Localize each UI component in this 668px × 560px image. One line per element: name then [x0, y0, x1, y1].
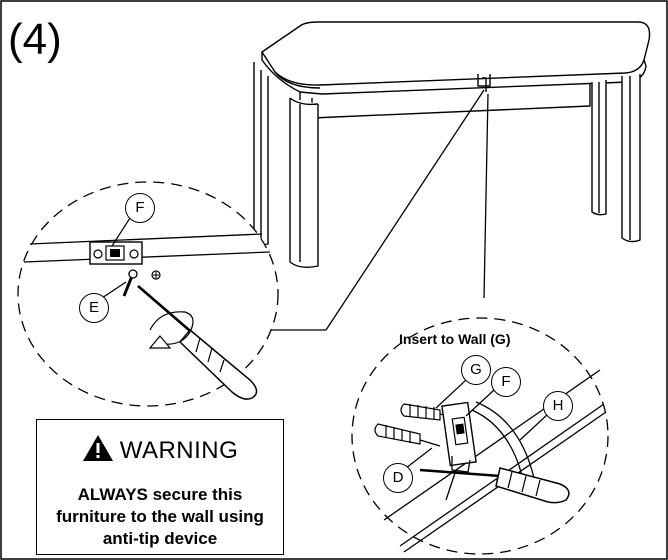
- warning-triangle-icon: [82, 435, 113, 461]
- callout-f-right: F: [491, 367, 521, 397]
- callout-leader-d: [405, 447, 433, 469]
- callout-leader-e: [101, 281, 127, 299]
- warning-heading: WARNING: [37, 434, 283, 465]
- insert-to-wall-label: Insert to Wall (G): [399, 331, 511, 347]
- warning-message: ALWAYS secure this furniture to the wall…: [37, 484, 283, 550]
- callout-leader-f-right: [465, 389, 495, 417]
- detail-circle-right: [351, 317, 609, 555]
- step-number: (4): [8, 15, 62, 64]
- callout-e: E: [79, 293, 109, 323]
- warning-heading-text: WARNING: [119, 437, 239, 464]
- leader-lines: [244, 89, 489, 331]
- callout-h: H: [543, 391, 573, 421]
- detail-circle-left: [17, 181, 279, 407]
- console-table: [253, 21, 651, 269]
- callout-leader-g: [435, 379, 467, 409]
- warning-line-3: anti-tip device: [102, 529, 218, 548]
- callout-d: D: [383, 463, 413, 493]
- callout-leader-f-top: [111, 217, 131, 247]
- callout-f-top: F: [125, 193, 155, 223]
- warning-line-2: furniture to the wall using: [56, 507, 264, 526]
- warning-box: WARNING ALWAYS secure this furniture to …: [36, 419, 284, 555]
- callout-g: G: [461, 355, 491, 385]
- warning-line-1: ALWAYS secure this: [77, 485, 243, 504]
- callout-leader-h: [519, 413, 549, 441]
